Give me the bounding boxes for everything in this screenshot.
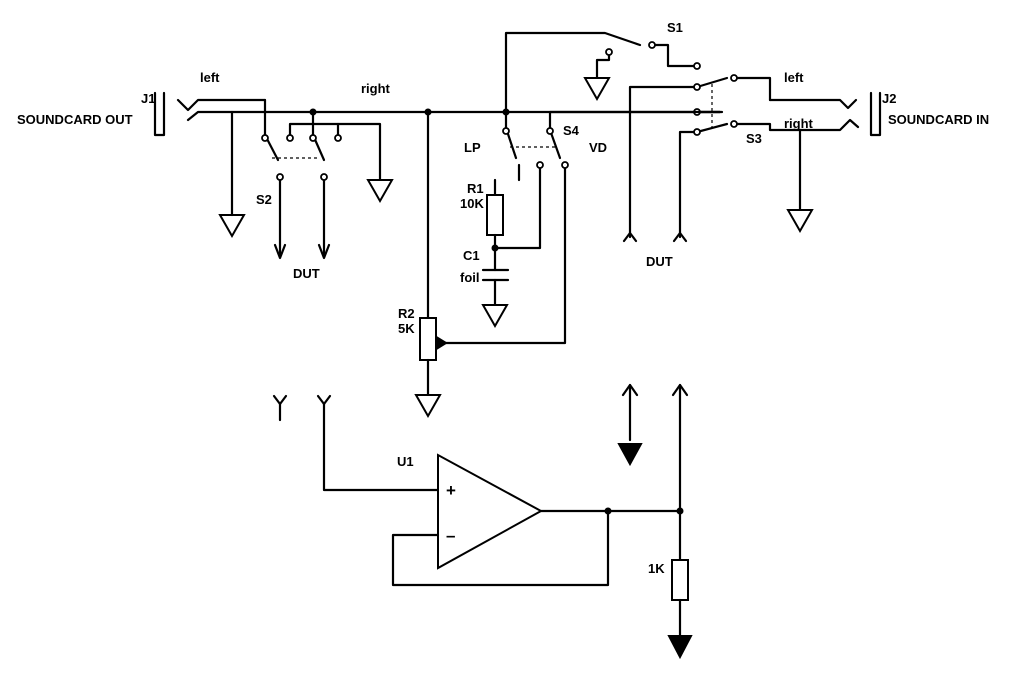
soundcard-out-label: SOUNDCARD OUT	[17, 112, 133, 127]
c1-label: C1	[463, 248, 480, 263]
lp-label: LP	[464, 140, 481, 155]
r1-value: 10K	[460, 196, 484, 211]
jack-j1	[153, 91, 722, 137]
r1-c1-network	[481, 178, 510, 307]
s2-label: S2	[256, 192, 272, 207]
right-out-label: right	[361, 81, 391, 96]
resistor-r1	[486, 194, 504, 236]
u1-label: U1	[397, 454, 414, 469]
ground-symbol-filled	[667, 635, 693, 660]
junction-dot	[604, 507, 612, 515]
s1-label: S1	[667, 20, 683, 35]
ground-symbol-c1	[481, 304, 509, 329]
resistor-1k	[671, 559, 689, 601]
s4-label: S4	[563, 123, 580, 138]
right-in-label: right	[784, 116, 814, 131]
dut-left-label: DUT	[293, 266, 320, 281]
ground-symbol-s2	[366, 179, 394, 204]
r2-label: R2	[398, 306, 415, 321]
r-load-label: 1K	[648, 561, 665, 576]
r2-value: 5K	[398, 321, 415, 336]
switch-s1	[504, 31, 701, 114]
switch-s2	[261, 98, 382, 260]
junction-dot	[309, 108, 317, 116]
c1-value: foil	[460, 270, 480, 285]
opamp-minus-label: –	[446, 526, 455, 545]
ground-symbol-j1	[218, 214, 246, 239]
vd-label: VD	[589, 140, 607, 155]
ground-symbol-j2	[786, 209, 814, 234]
supply-arrow-up	[671, 383, 689, 562]
potentiometer-r2	[419, 110, 448, 397]
s3-label: S3	[746, 131, 762, 146]
j1-label: J1	[141, 91, 155, 106]
dut-right-label: DUT	[646, 254, 673, 269]
junction-dot	[502, 108, 510, 116]
left-out-label: left	[200, 70, 220, 85]
r1-label: R1	[467, 181, 484, 196]
switch-s4	[436, 110, 722, 345]
jack-j2	[768, 91, 882, 137]
junction-dot	[491, 244, 499, 252]
junction-dot	[424, 108, 432, 116]
soundcard-in-label: SOUNDCARD IN	[888, 112, 989, 127]
supply-arrow-down	[617, 383, 643, 467]
ground-symbol-s1	[583, 77, 611, 102]
opamp-u1	[272, 394, 682, 587]
ground-symbol-r2	[414, 394, 442, 419]
opamp-plus-label: +	[446, 481, 456, 500]
left-in-label: left	[784, 70, 804, 85]
j2-label: J2	[882, 91, 896, 106]
